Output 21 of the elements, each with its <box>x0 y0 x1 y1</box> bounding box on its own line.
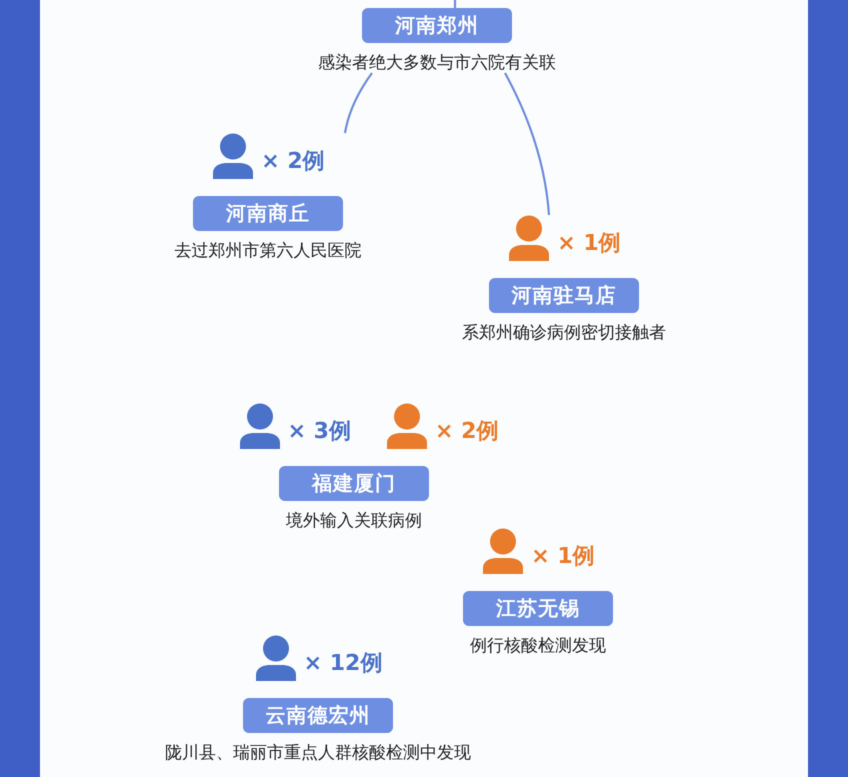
case-count: × 2例 <box>261 149 325 175</box>
description-text: 去过郑州市第六人民医院 <box>174 241 362 261</box>
place-badge: 河南驻马店 <box>489 278 639 313</box>
place-badge: 福建厦门 <box>279 466 429 501</box>
description-text: 陇川县、瑞丽市重点人群核酸检测中发现 <box>165 743 471 763</box>
connector-line <box>344 72 373 134</box>
case-count: × 3例 <box>288 419 351 445</box>
description-text: 感染者绝大多数与市六院有关联 <box>318 53 556 73</box>
place-badge: 江苏无锡 <box>463 591 613 626</box>
connector-line <box>504 72 550 216</box>
place-badge: 河南郑州 <box>362 8 512 43</box>
case-count: × 2例 <box>435 419 498 445</box>
case-count: × 1例 <box>531 544 595 570</box>
connector-line <box>454 0 456 8</box>
place-badge: 云南德宏州 <box>243 698 393 733</box>
description-text: 系郑州确诊病例密切接触者 <box>462 323 666 343</box>
description-text: 境外输入关联病例 <box>286 511 422 531</box>
case-count: × 12例 <box>304 651 382 677</box>
case-count: × 1例 <box>557 231 621 257</box>
place-badge: 河南商丘 <box>193 196 343 231</box>
description-text: 例行核酸检测发现 <box>470 636 606 656</box>
